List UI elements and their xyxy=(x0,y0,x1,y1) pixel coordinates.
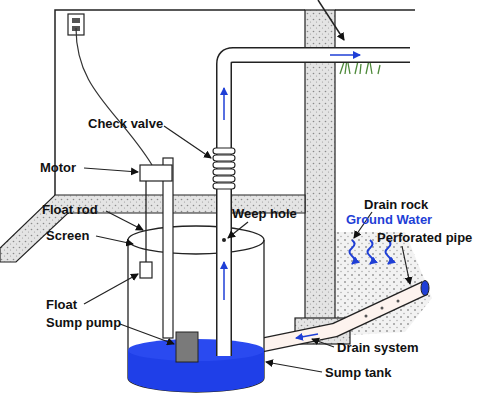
part-label: Float xyxy=(46,297,77,312)
power-cord xyxy=(76,28,152,165)
leader-line xyxy=(96,236,133,244)
flow-arrow xyxy=(223,88,225,120)
drain-pipe-outline xyxy=(262,288,425,345)
tank-rim xyxy=(128,226,264,254)
leader-line xyxy=(312,339,334,347)
check-valve xyxy=(213,183,235,189)
float-rod xyxy=(145,181,146,262)
part-label: Sump tank xyxy=(325,365,391,380)
ground-water-arrow xyxy=(368,240,373,264)
leader-line xyxy=(120,324,174,344)
part-label: Float rod xyxy=(42,202,98,217)
perforation xyxy=(381,307,384,310)
outlet-socket xyxy=(72,18,80,23)
part-label: Drain system xyxy=(337,340,419,355)
ground-water-arrow xyxy=(350,240,355,264)
wall-top-line xyxy=(335,9,415,11)
weep-hole xyxy=(222,238,226,242)
check-valve xyxy=(213,169,235,175)
pointer-arrow xyxy=(318,0,344,40)
float xyxy=(140,262,152,278)
check-valve xyxy=(213,162,235,168)
pipe-opening xyxy=(421,281,429,296)
check-valve xyxy=(213,176,235,182)
part-label: Screen xyxy=(46,228,89,243)
part-label: Check valve xyxy=(88,116,163,131)
sump-tank xyxy=(128,240,264,392)
leader-line xyxy=(266,362,322,372)
check-valve xyxy=(213,155,235,161)
leader-line xyxy=(164,126,211,158)
flow-arrow xyxy=(296,334,318,338)
perforation xyxy=(397,300,400,303)
flow-arrow xyxy=(223,262,225,300)
part-label: Perforated pipe xyxy=(377,230,472,245)
perforation xyxy=(365,315,368,318)
part-label: Drain rock xyxy=(364,197,428,212)
leader-line xyxy=(84,168,138,172)
leader-line xyxy=(84,274,138,304)
leader-line xyxy=(228,222,248,238)
pipe-guide xyxy=(360,302,400,320)
motor xyxy=(140,165,172,181)
drain-pipe xyxy=(262,288,425,345)
part-label: Weep hole xyxy=(232,206,297,221)
sump-pump xyxy=(176,332,198,362)
back-wall xyxy=(55,10,305,195)
leader-line xyxy=(402,246,410,284)
part-label: Sump pump xyxy=(46,315,121,330)
part-label: Motor xyxy=(40,160,76,175)
part-label: Ground Water xyxy=(346,212,432,227)
check-valve xyxy=(213,148,235,154)
leader-line xyxy=(106,211,143,230)
flow-arrow xyxy=(330,54,360,56)
pump-column xyxy=(163,158,173,338)
